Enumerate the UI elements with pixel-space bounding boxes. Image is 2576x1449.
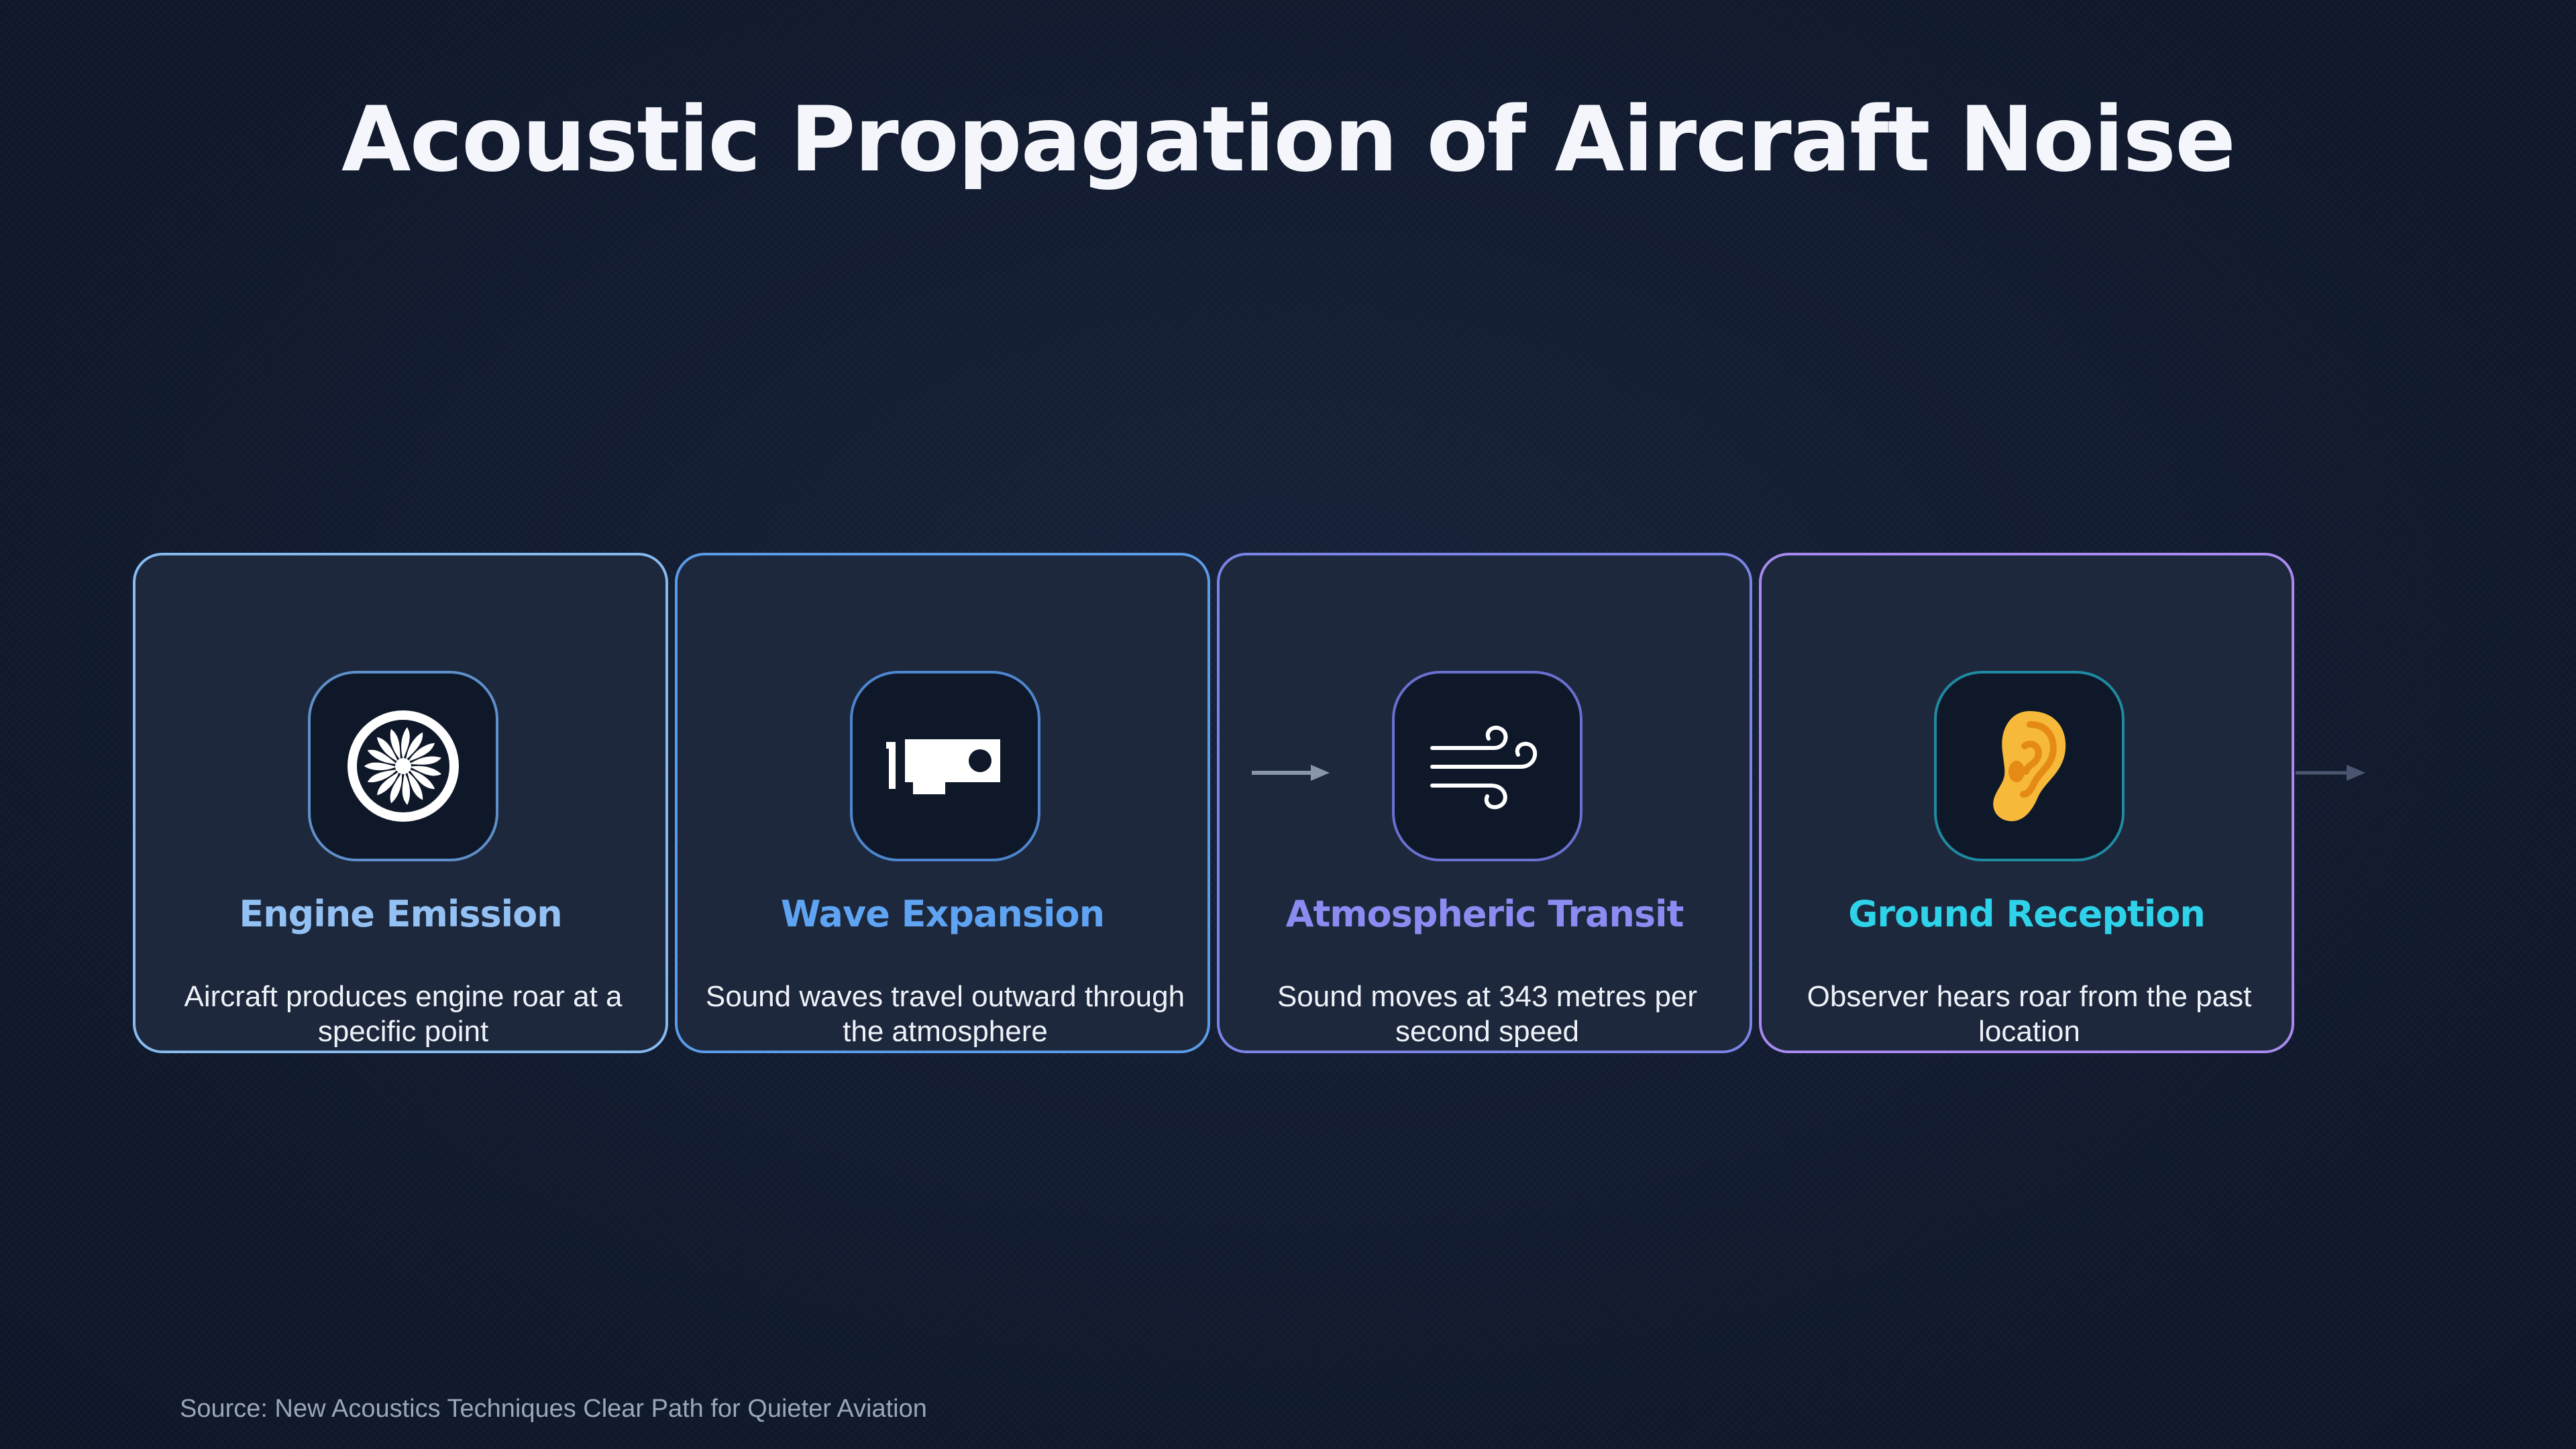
page-title: Acoustic Propagation of Aircraft Noise (341, 87, 2236, 192)
step-description: Aircraft produces engine roar at a speci… (184, 980, 623, 1048)
step-description: Sound moves at 343 metres per second spe… (1277, 980, 1698, 1048)
step-card-ground-reception: Ground Reception Observer hears roar fro… (1759, 553, 2294, 1053)
step-description: Sound waves travel outward through the a… (705, 980, 1185, 1048)
source-note: Source: New Acoustics Techniques Clear P… (180, 1395, 927, 1423)
step-title: Wave Expansion (780, 893, 1105, 935)
ear-icon (1934, 671, 2125, 861)
turbine-fan-icon (308, 671, 498, 861)
arrow-icon (1252, 765, 1330, 781)
step-title: Engine Emission (239, 893, 562, 935)
process-flow: Engine Emission Aircraft produces engine… (133, 553, 2367, 1056)
sound-card-icon (850, 671, 1040, 861)
step-card-wave-expansion: Wave Expansion Sound waves travel outwar… (675, 553, 1210, 1053)
step-card-engine-emission: Engine Emission Aircraft produces engine… (133, 553, 668, 1053)
wind-icon (1392, 671, 1582, 861)
step-title: Ground Reception (1848, 893, 2206, 935)
step-description: Observer hears roar from the past locati… (1807, 980, 2252, 1048)
step-card-atmospheric-transit: Atmospheric Transit Sound moves at 343 m… (1217, 553, 1752, 1053)
step-title: Atmospheric Transit (1285, 893, 1684, 935)
arrow-icon (2296, 765, 2365, 781)
